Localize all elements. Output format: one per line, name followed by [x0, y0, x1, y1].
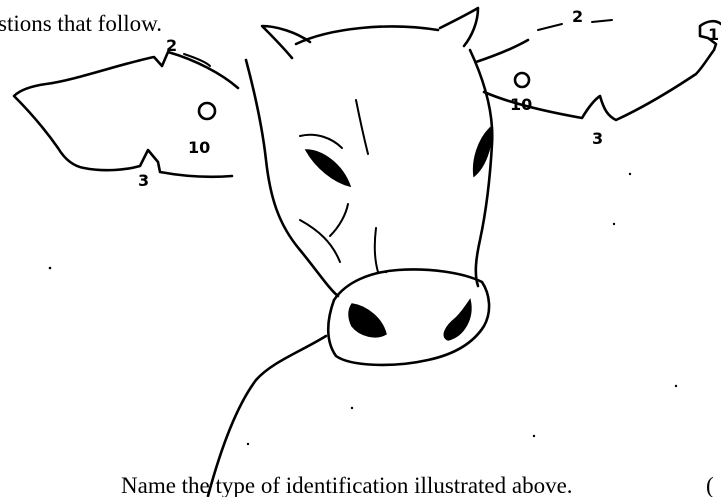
- intro-text: stions that follow.: [0, 11, 162, 36]
- scan-speck: [384, 270, 388, 274]
- right-ear-top-dash-2: [591, 19, 613, 23]
- right-eye: [472, 126, 492, 178]
- scan-speck: [532, 434, 536, 438]
- left-ear-inner-line: [183, 53, 211, 67]
- left-bottom-notch-label: 3: [138, 171, 149, 190]
- right-ear-outline: [482, 19, 721, 122]
- left-ear-outline: [12, 50, 240, 179]
- neck-outline: [206, 334, 328, 497]
- head-top-outline: [294, 25, 440, 46]
- face-left-line: [299, 219, 341, 263]
- right-nostril: [443, 298, 472, 341]
- face-center-line-right: [373, 227, 379, 273]
- right-bottom-notch-label: 3: [592, 129, 603, 148]
- left-eyebrow: [299, 133, 343, 149]
- left-eye: [304, 149, 352, 188]
- right-ear-hole: [513, 71, 531, 89]
- right-horn-outline: [438, 6, 480, 48]
- left-ear-hole: [197, 101, 217, 121]
- scan-speck: [628, 172, 632, 176]
- muzzle-outline: [326, 268, 491, 367]
- right-hole-label: 10: [510, 95, 532, 114]
- scan-speck: [612, 222, 616, 226]
- question-text: Name the type of identification illustra…: [121, 473, 573, 497]
- scan-speck: [674, 384, 678, 388]
- right-ear-top-edge: [474, 38, 530, 64]
- left-nostril: [348, 303, 387, 338]
- left-horn-outline: [260, 24, 312, 60]
- marks-bracket: (: [706, 473, 714, 497]
- head-left-side: [244, 58, 340, 298]
- face-forehead-line: [355, 99, 369, 155]
- right-ear-top-dash: [537, 23, 563, 31]
- right-top-notch-label: 2: [572, 7, 583, 26]
- scan-speck: [246, 442, 250, 446]
- scan-speck: [350, 406, 354, 410]
- right-tip-notch-label: 1: [708, 25, 719, 44]
- left-hole-label: 10: [188, 138, 210, 157]
- left-top-notch-label: 2: [166, 36, 177, 55]
- scan-speck: [48, 266, 52, 270]
- face-center-line-left: [329, 203, 349, 237]
